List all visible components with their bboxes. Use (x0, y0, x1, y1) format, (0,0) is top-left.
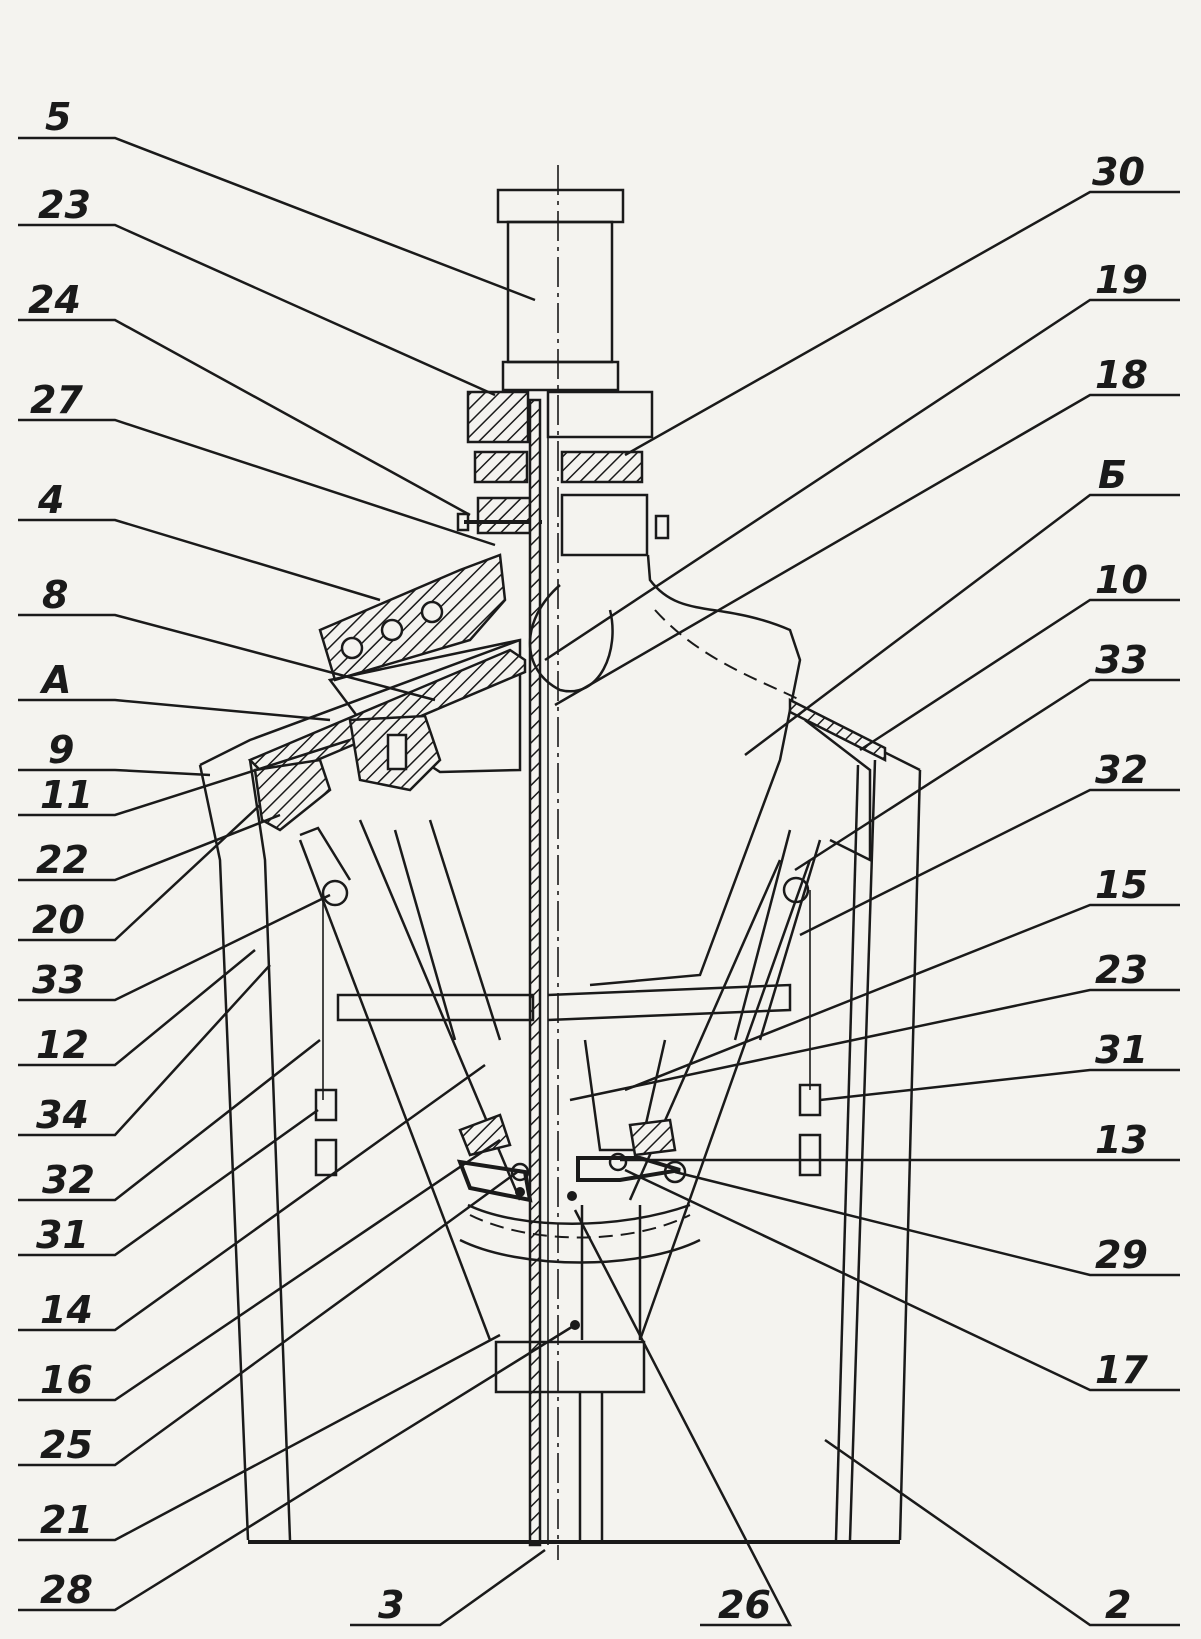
label-left-23: 23 (38, 183, 91, 227)
damper-left (473, 450, 529, 484)
label-left-32: 32 (42, 1158, 95, 1202)
clamp-right (628, 1118, 677, 1157)
nut-right (654, 514, 670, 540)
label-left-12: 12 (36, 1023, 89, 1067)
label-left-34: 34 (36, 1093, 89, 1137)
flange-upper (466, 390, 530, 444)
weight-right-lower (798, 1133, 822, 1177)
label-left-24: 24 (28, 278, 81, 322)
lower-bowl-base (459, 1238, 701, 1264)
leader-lines (18, 136, 1180, 1627)
label-bottom-26: 26 (718, 1583, 771, 1627)
labels-bottom: 3 26 (378, 1583, 771, 1627)
label-left-21: 21 (40, 1498, 93, 1542)
base-block (494, 1340, 646, 1394)
label-left-22: 22 (36, 838, 89, 882)
label-right-2: 2 (1105, 1583, 1131, 1627)
label-right-29: 29 (1095, 1233, 1148, 1277)
upper-cover (327, 638, 522, 774)
label-left-16: 16 (40, 1358, 93, 1402)
middle-plate-right (547, 983, 792, 1022)
label-left-28: 28 (40, 1568, 93, 1612)
housing-right-inner2 (834, 764, 860, 1541)
label-left-25: 25 (40, 1423, 93, 1467)
housing-right-inner (848, 759, 877, 1541)
label-right-31: 31 (1095, 1028, 1148, 1072)
labels-right: 30 19 18 Б 10 33 32 15 23 31 13 29 17 2 (1092, 150, 1148, 1627)
nut-left (456, 512, 470, 532)
flange-upper-right (546, 390, 654, 439)
label-left-14: 14 (40, 1288, 93, 1332)
weight-left-upper (314, 1088, 338, 1122)
label-bottom-3: 3 (378, 1583, 404, 1627)
lever-left (456, 1159, 533, 1203)
label-right-18: 18 (1095, 353, 1148, 397)
label-right-30: 30 (1092, 150, 1145, 194)
housing-left-inner (248, 759, 292, 1541)
rod-left-c (428, 819, 502, 1041)
label-right-19: 19 (1095, 258, 1148, 302)
bracket-slot (386, 733, 408, 771)
labels-left: 5 23 24 27 4 8 A 9 11 22 20 33 12 34 32 … (28, 95, 95, 1612)
label-left-20: 20 (32, 898, 85, 942)
machine-body (198, 165, 922, 1560)
arm-with-holes (318, 553, 507, 682)
rod-left-b (393, 829, 457, 1041)
housing-right-outer (898, 769, 922, 1541)
label-right-23: 23 (1095, 948, 1148, 992)
main-shaft (528, 398, 542, 1547)
rod-right-b (758, 839, 822, 1041)
pulley-right (782, 876, 810, 904)
label-right-17: 17 (1095, 1348, 1148, 1392)
cone-right-outer (638, 859, 812, 1341)
label-right-b: Б (1098, 453, 1127, 497)
label-left-a: A (39, 658, 71, 702)
label-left-9: 9 (48, 728, 74, 772)
label-left-4: 4 (37, 478, 64, 522)
motor-body (506, 220, 614, 364)
motor-cap (496, 188, 625, 224)
label-left-31: 31 (36, 1213, 89, 1257)
label-right-15: 15 (1095, 863, 1148, 907)
housing-left-top (199, 638, 521, 767)
right-bracket (804, 719, 872, 863)
top-right-wall (788, 697, 887, 763)
rod-right-a (733, 829, 792, 1041)
motor-base (501, 360, 620, 392)
flange-lower (476, 496, 532, 535)
roller-left (510, 1162, 530, 1182)
bowl-left-outline (528, 584, 614, 693)
rod-left-a (299, 826, 352, 881)
label-left-5: 5 (45, 95, 71, 139)
clamp-left (458, 1113, 512, 1157)
middle-plate-left (336, 993, 535, 1022)
label-right-13: 13 (1095, 1118, 1148, 1162)
seal-left (253, 758, 332, 832)
cone-left-outer (298, 839, 492, 1341)
damper-right (560, 450, 644, 484)
lever-right (576, 1156, 681, 1182)
label-left-8: 8 (42, 573, 68, 617)
lower-bowl (467, 1203, 691, 1225)
label-right-32: 32 (1095, 748, 1148, 792)
bowl-inner-dashed (654, 609, 801, 701)
roller-mid (608, 1152, 628, 1172)
pulley-left (321, 879, 349, 907)
label-right-33: 33 (1095, 638, 1148, 682)
housing-left-outer (198, 764, 250, 1541)
weight-left-lower (314, 1138, 338, 1177)
label-left-11: 11 (40, 773, 93, 817)
label-left-33: 33 (32, 958, 85, 1002)
label-right-10: 10 (1095, 558, 1148, 602)
label-left-27: 27 (30, 378, 83, 422)
roller-right (663, 1160, 687, 1184)
bowl-right-outline (589, 554, 802, 987)
flange-lower-right (560, 493, 649, 557)
lower-bowl-dashed (469, 1214, 691, 1239)
